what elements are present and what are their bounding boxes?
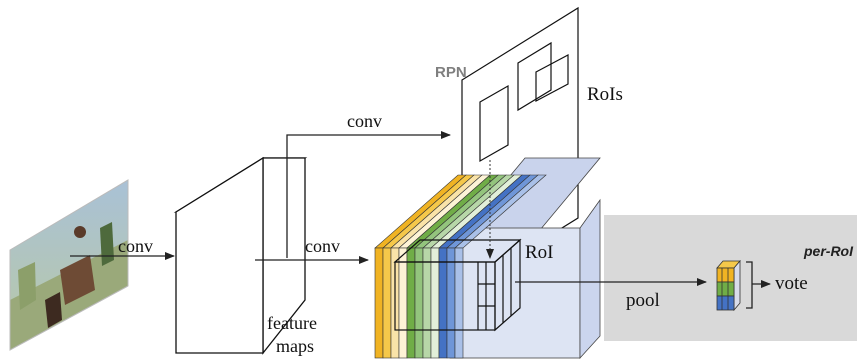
pooled-score-grid [716, 259, 741, 312]
roi-label: RoI [525, 242, 554, 263]
score-map-back [449, 227, 581, 359]
roi-proposal-box [535, 54, 569, 102]
roi-grid [393, 238, 522, 332]
pool-label: pool [626, 290, 660, 311]
rois-label: RoIs [587, 84, 623, 105]
roi-proposal-box [517, 41, 552, 112]
feature-maps-label-line2: maps [276, 336, 314, 356]
input-image [9, 179, 129, 351]
rpn-label: RPN [435, 64, 467, 81]
score-maps-stack [374, 157, 601, 360]
feature-maps-box [173, 156, 308, 355]
feature-maps-label-line1: feature [267, 313, 317, 333]
roi-proposal-box [479, 84, 509, 163]
conv-top-label: conv [347, 111, 382, 131]
vote-label: vote [775, 273, 808, 294]
conv-input-label: conv [118, 236, 153, 256]
conv-mid-label: conv [305, 236, 340, 256]
per-roi-label: per-RoI [803, 243, 854, 259]
vote-bracket [746, 261, 753, 309]
rpn-conv-arrow [286, 131, 451, 258]
